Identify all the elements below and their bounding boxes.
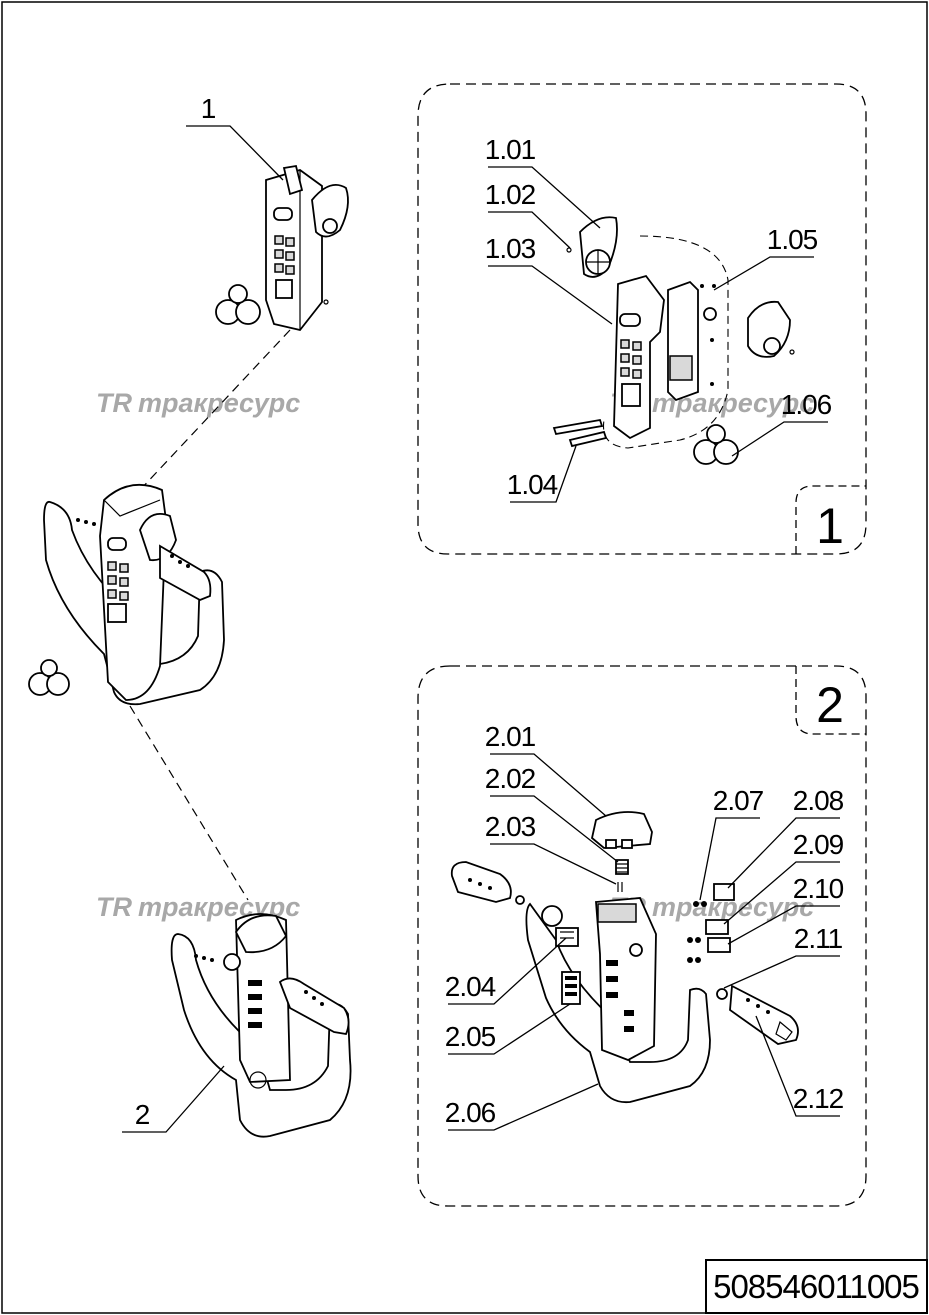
svg-text:1.06: 1.06: [781, 389, 832, 420]
svg-text:2.06: 2.06: [445, 1097, 496, 1128]
document-number: 508546011005: [713, 1268, 919, 1305]
callout-2-07: 2.07: [699, 785, 765, 901]
svg-text:2.02: 2.02: [485, 763, 536, 794]
svg-text:1.03: 1.03: [485, 233, 536, 264]
svg-text:2.05: 2.05: [445, 1021, 496, 1052]
detail-box-2: 2: [417, 665, 867, 1207]
assembly-1-callout: 1: [186, 93, 284, 181]
watermark-text: тракресурс: [138, 388, 300, 418]
assembly-2-handle-base: [170, 913, 352, 1138]
watermark-logo: TR: [96, 892, 132, 922]
callout-1-04: 1.04: [507, 445, 577, 503]
svg-text:1.05: 1.05: [767, 224, 818, 255]
callout-1-03: 1.03: [485, 233, 613, 325]
callout-2-05: 2.05: [445, 1003, 571, 1055]
callout-2-09: 2.09: [723, 829, 845, 925]
svg-text:2.01: 2.01: [485, 721, 536, 752]
svg-text:2.08: 2.08: [793, 785, 844, 816]
document-number-box: 508546011005: [705, 1259, 928, 1314]
callout-2-11: 2.11: [723, 923, 844, 989]
callout-1-02: 1.02: [485, 179, 571, 249]
svg-text:2.07: 2.07: [713, 785, 764, 816]
link-line-1: [139, 329, 291, 491]
callout-1-05: 1.05: [713, 224, 819, 291]
svg-text:1.01: 1.01: [485, 134, 536, 165]
svg-text:2.10: 2.10: [793, 873, 844, 904]
callout-2-08: 2.08: [727, 785, 845, 889]
callout-1-01: 1.01: [485, 134, 601, 229]
watermark-3: TR тракресурс: [96, 892, 300, 922]
callout-2-12: 2.12: [755, 1015, 845, 1117]
callout-2-06: 2.06: [445, 1083, 599, 1131]
callout-1-06: 1.06: [731, 389, 833, 457]
watermark-logo: TR: [96, 388, 132, 418]
link-line-2: [129, 705, 249, 901]
svg-text:1: 1: [201, 93, 216, 124]
callout-2-10: 2.10: [727, 873, 845, 945]
svg-text:2: 2: [135, 1099, 150, 1130]
box2-exploded-parts: [450, 811, 799, 1104]
callout-2-01: 2.01: [485, 721, 607, 817]
callout-2-04: 2.04: [445, 937, 567, 1005]
svg-text:1.02: 1.02: [485, 179, 536, 210]
svg-text:2.11: 2.11: [794, 923, 843, 954]
detail-box-2-number: 2: [816, 677, 844, 733]
callout-2-02: 2.02: [485, 763, 619, 863]
svg-text:2.03: 2.03: [485, 811, 536, 842]
assembly-1-control-unit: [215, 164, 349, 332]
watermark-1: TR тракресурс: [96, 388, 300, 418]
box1-exploded-parts: [552, 216, 795, 465]
svg-text:1.04: 1.04: [507, 469, 558, 500]
svg-text:2.04: 2.04: [445, 971, 496, 1002]
callout-2-03: 2.03: [485, 811, 617, 885]
detail-box-1-number: 1: [816, 498, 844, 554]
svg-text:2.12: 2.12: [793, 1083, 844, 1114]
assembled-handle: [28, 483, 225, 706]
detail-box-1: 1: [417, 83, 867, 555]
assembly-2-callout: 2: [122, 1065, 225, 1133]
svg-text:2.09: 2.09: [793, 829, 844, 860]
